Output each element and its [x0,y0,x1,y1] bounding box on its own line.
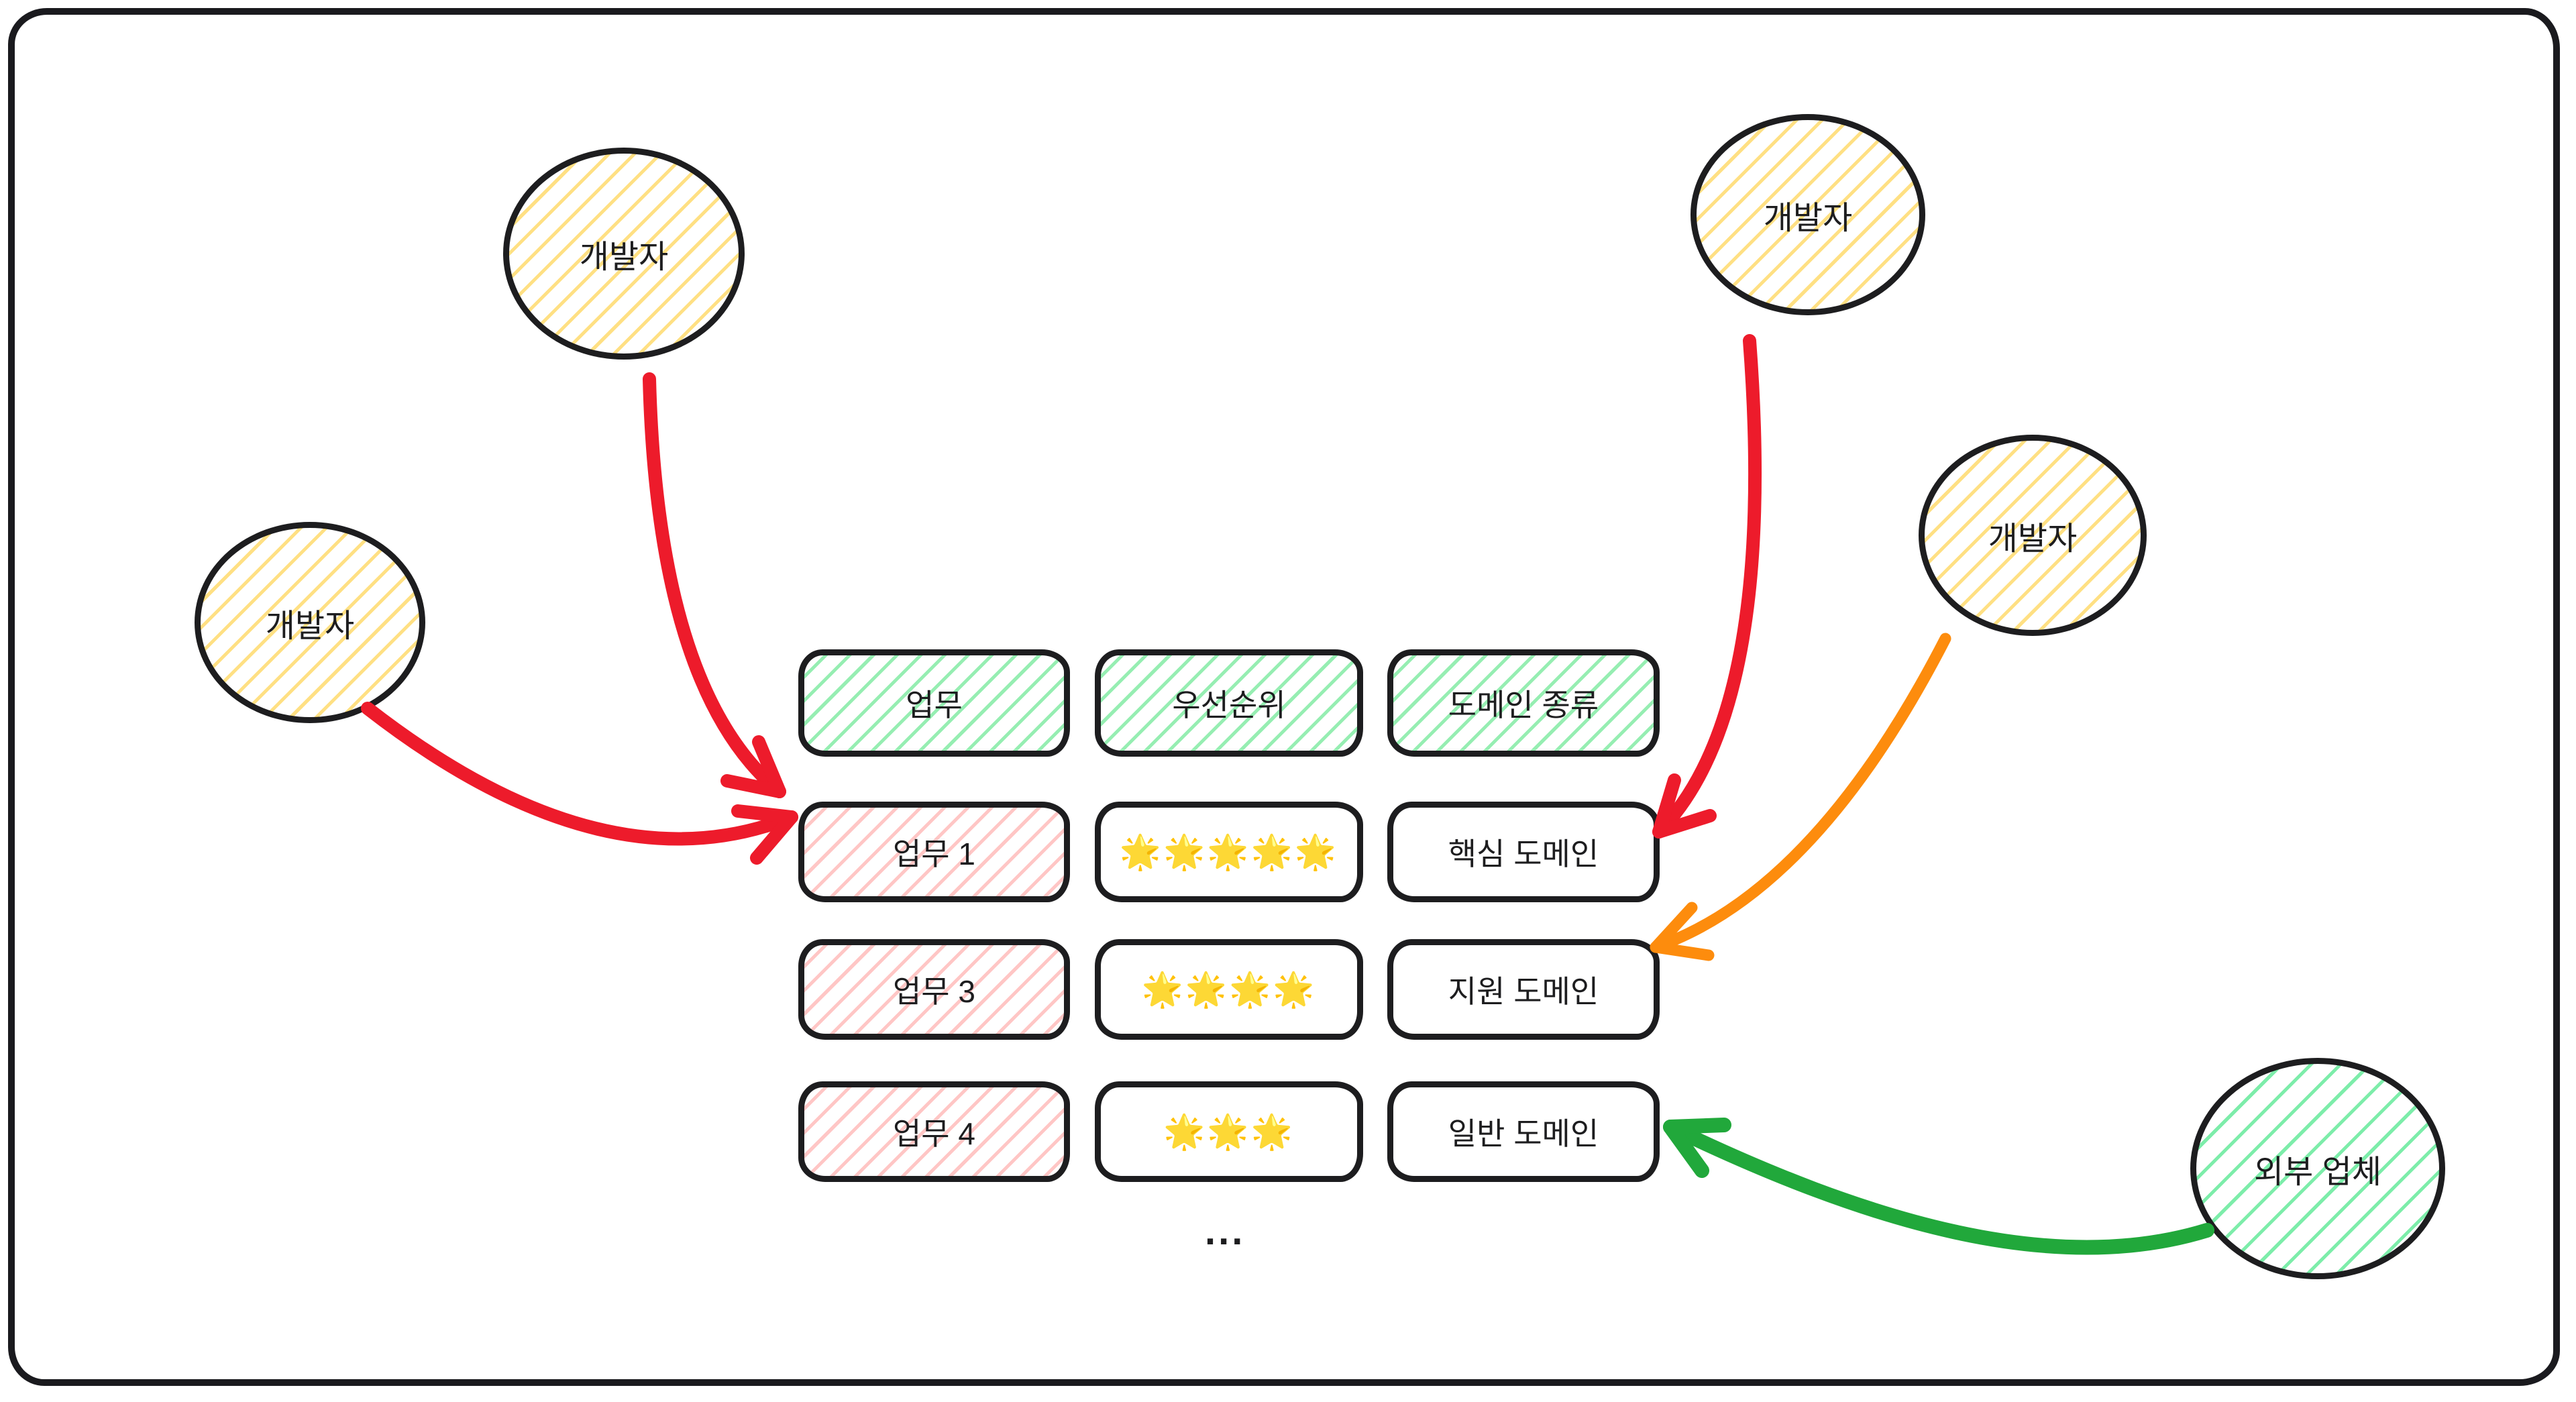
domain-cell-generic: 일반 도메인 [1387,1081,1660,1182]
priority-stars: 🌟🌟🌟🌟 [1141,970,1317,1008]
outer-frame [8,8,2560,1386]
domain-cell-support: 지원 도메인 [1387,939,1660,1040]
domain-label: 일반 도메인 [1448,1116,1599,1151]
table-ellipsis: ... [1205,1209,1246,1253]
actor-label: 외부 업체 [2254,1154,2381,1190]
actor-external-vendor: 외부 업체 [2190,1058,2445,1279]
header-cell-priority: 우선순위 [1095,649,1363,757]
priority-stars: 🌟🌟🌟🌟🌟 [1119,832,1339,871]
header-label: 도메인 종류 [1448,688,1599,722]
header-label: 업무 [906,688,963,722]
actor-label: 개발자 [579,239,669,275]
header-cell-domain-type: 도메인 종류 [1387,649,1660,757]
actor-developer-left: 개발자 [195,522,425,723]
task-cell-row-1: 업무 1 [798,802,1070,902]
actor-label: 개발자 [1988,521,2078,557]
actor-developer-top-left: 개발자 [503,148,745,360]
task-label: 업무 3 [892,974,975,1009]
task-cell-row-3: 업무 4 [798,1081,1070,1182]
domain-label: 지원 도메인 [1448,974,1599,1009]
header-label: 우선순위 [1172,688,1286,722]
actor-developer-top-right: 개발자 [1690,114,1925,315]
task-cell-row-2: 업무 3 [798,939,1070,1040]
header-cell-task: 업무 [798,649,1070,757]
priority-cell-row-3: 🌟🌟🌟 [1095,1081,1363,1182]
domain-cell-core: 핵심 도메인 [1387,802,1660,902]
priority-cell-row-2: 🌟🌟🌟🌟 [1095,939,1363,1040]
task-label: 업무 1 [892,837,975,871]
actor-developer-right: 개발자 [1919,435,2147,636]
actor-label: 개발자 [265,608,355,644]
priority-cell-row-1: 🌟🌟🌟🌟🌟 [1095,802,1363,902]
priority-stars: 🌟🌟🌟 [1163,1112,1295,1150]
task-label: 업무 4 [892,1116,975,1151]
actor-label: 개발자 [1763,201,1853,236]
domain-label: 핵심 도메인 [1448,837,1599,871]
